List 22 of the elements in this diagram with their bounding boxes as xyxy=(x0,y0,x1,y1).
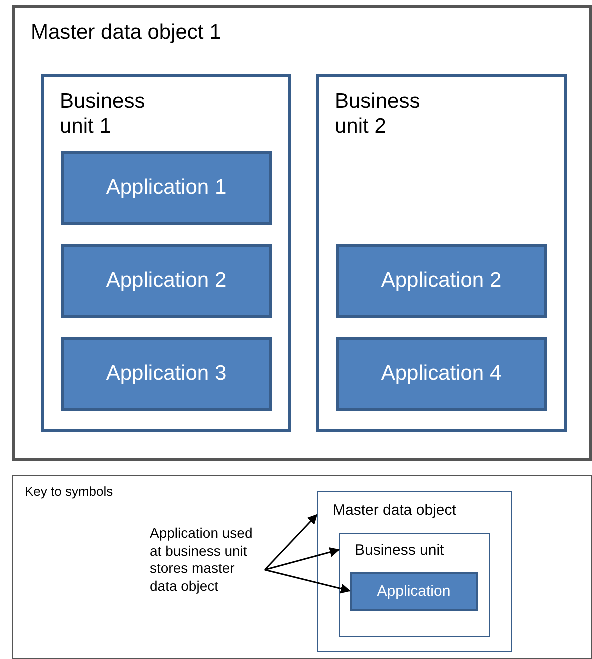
leader-arrow xyxy=(264,514,318,571)
application-box: Application xyxy=(350,572,478,611)
leader-arrow xyxy=(264,569,351,594)
container-box xyxy=(12,5,592,461)
container-title: Business unit xyxy=(355,542,444,560)
container-title: Key to symbols xyxy=(25,484,114,500)
application-box: Application 2 xyxy=(336,244,547,318)
key-description: Application used at business unit stores master data object xyxy=(150,525,265,633)
container-title: Master data object xyxy=(333,502,456,520)
container-title: Business unit 1 xyxy=(60,89,146,140)
leader-arrow xyxy=(264,548,340,571)
container-title: Business unit 2 xyxy=(335,89,422,140)
container-box xyxy=(339,533,490,637)
container-box xyxy=(41,74,291,432)
key-box xyxy=(12,475,592,659)
application-box: Application 2 xyxy=(61,244,272,318)
container-box xyxy=(317,491,512,652)
application-box: Application 3 xyxy=(61,337,272,411)
application-box: Application 4 xyxy=(336,337,547,411)
application-box: Application 1 xyxy=(61,151,272,225)
container-title: Master data object 1 xyxy=(31,20,222,46)
container-box xyxy=(316,74,567,432)
